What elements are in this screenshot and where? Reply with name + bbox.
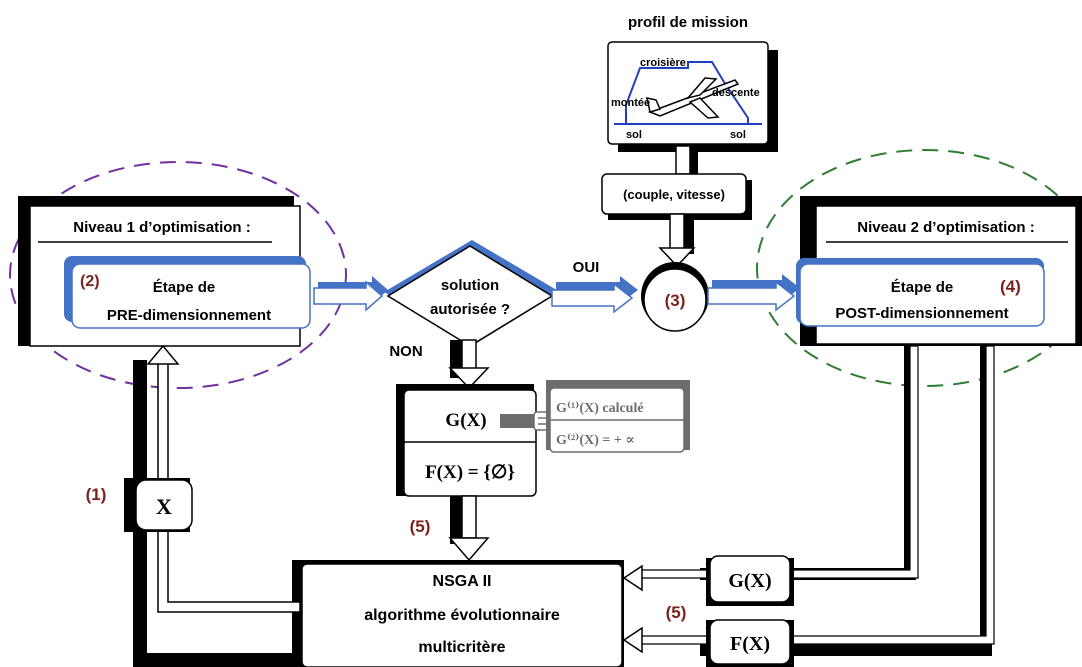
return-f-arrow-head [622,626,643,654]
nsga-line2: algorithme évolutionnaire [364,607,560,624]
decision-line1: solution [441,277,499,294]
arrow-merge-to-post [707,274,800,312]
x-box [135,479,193,531]
constraint-pointer-bar [500,414,536,428]
level1-dashed-ellipse [9,161,347,389]
merge-node [643,268,707,332]
mission-climb-label: montée [611,97,650,109]
note-g2: G⁽²⁾(X) = + ∝ [556,433,635,448]
arrow-pre-to-decision [313,276,388,312]
mission-ground-right-label: sol [730,129,746,141]
x-label: X [156,494,172,519]
loop-x-shadow [133,360,294,667]
post-step-box[interactable] [799,263,1045,327]
nsga-line1: NSGA II [433,573,492,590]
merge-node-label: (3) [665,291,686,310]
couple-label: (couple, vitesse) [623,187,725,202]
fx-box [709,619,791,665]
pre-step-number: (2) [80,273,100,290]
couple-arrow-shaft [669,213,685,251]
post-step-line2: POST-dimensionnement [835,305,1008,322]
gx-box [709,555,791,603]
pre-step-line2: PRE-dimensionnement [107,307,271,324]
couple-arrow-head [658,247,696,268]
arrow5a-head [448,537,490,562]
nsga-box [301,563,623,667]
mission-cruise-label: croisière [640,57,686,69]
loop-x-arrow-head [146,344,180,365]
mission-title: profil de mission [628,14,748,31]
mission-profile-curve [625,61,749,124]
no-arrow-head [448,367,490,390]
decision-line2: autorisée ? [430,301,510,318]
constraint-f: F(X) = {∅} [425,462,515,483]
arrow5a-shaft [461,495,477,539]
decision-yes-label: OUI [573,259,600,276]
gx-label: G(X) [728,570,771,592]
airplane-icon [646,77,740,119]
step5b-label: (5) [666,603,687,622]
pre-step-line1: Étape de [153,279,216,296]
decision-no-label: NON [389,343,422,360]
step5a-label: (5) [410,517,431,536]
return-f-path [639,345,995,645]
decision-diamond[interactable] [386,245,554,347]
pre-step-box[interactable] [71,263,311,329]
mission-connector [675,145,691,175]
arrow-yes-to-merge [551,276,638,314]
mission-descent-label: descente [712,87,760,99]
level1-title: Niveau 1 d’optimisation : [73,219,251,236]
post-step-line1: Étape de [891,279,954,296]
return-g-shadow [700,346,916,580]
constraint-g: G(X) [445,410,486,431]
level2-dashed-ellipse [756,149,1082,387]
no-arrow-shaft [461,339,477,371]
level2-title: Niveau 2 d’optimisation : [857,219,1035,236]
return-g-arrow-head [622,564,643,592]
fx-label: F(X) [730,633,770,655]
nsga-line3: multicritère [418,639,505,656]
post-step-number: (4) [1000,277,1021,296]
mission-ground-left-label: sol [626,129,642,141]
step1-label: (1) [86,485,107,504]
note-g1: G⁽¹⁾(X) calculé [556,401,644,416]
